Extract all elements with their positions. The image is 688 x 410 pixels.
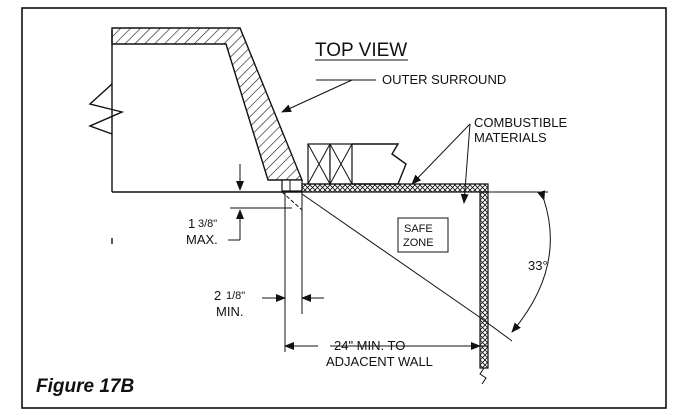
figure-caption: Figure 17B — [36, 376, 134, 397]
combustible-strip-vertical — [479, 191, 489, 369]
safe-zone-box — [397, 217, 449, 253]
title-top-view: TOP VIEW — [315, 40, 407, 61]
figure-border — [21, 7, 667, 409]
dim-2-1-8-min: MIN. — [216, 304, 243, 319]
left-wall — [88, 30, 125, 244]
dim-24-line1: 24" MIN. TO — [334, 338, 405, 353]
label-safe: SAFE — [404, 223, 433, 235]
dim-1-3-8 — [228, 164, 303, 241]
label-outer-surround: OUTER SURROUND — [382, 72, 506, 87]
angle-arc — [511, 190, 551, 333]
framing-studs — [307, 143, 407, 185]
outer-surround — [111, 27, 304, 181]
dim-2-1-8-frac: 1/8" — [226, 290, 245, 302]
angle-extension-bottom — [477, 315, 513, 342]
dim-2-1-8-whole: 2 — [214, 288, 221, 303]
fireplace-face — [112, 179, 303, 193]
safe-zone-diagonal — [301, 193, 479, 317]
dim-24-line2: ADJACENT WALL — [326, 354, 433, 369]
dim-1-3-8-max: MAX. — [186, 232, 218, 247]
label-materials: MATERIALS — [474, 130, 547, 145]
label-zone: ZONE — [403, 237, 434, 249]
dim-1-3-8-frac: 3/8" — [198, 218, 217, 230]
dim-24-min — [284, 314, 488, 352]
leader-lines — [281, 79, 471, 204]
dim-2-1-8 — [262, 192, 324, 314]
dim-1-3-8-whole: 1 — [188, 216, 195, 231]
label-combustible: COMBUSTIBLE — [474, 115, 568, 130]
combustible-strip-horizontal — [301, 183, 489, 193]
label-angle: 33° — [528, 258, 548, 273]
